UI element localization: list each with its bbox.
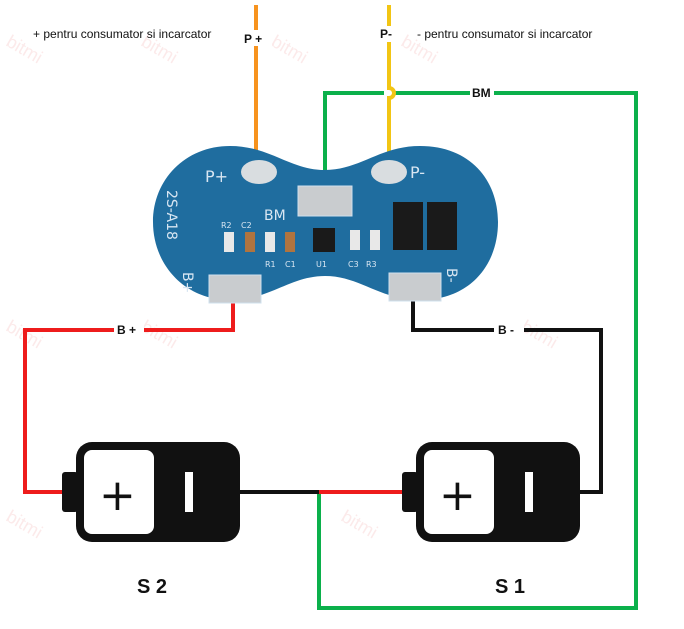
silk-r3: R3 [366,260,377,269]
cell-label-s2: S 2 [137,576,167,598]
silk-r2: R2 [221,221,232,230]
battery-s2: + [62,442,240,542]
silk-p-minus: P- [410,163,425,182]
pad-b-plus [208,274,262,304]
minus-icon [525,472,533,512]
label-b-minus: B - [498,323,514,337]
label-p-minus: P- [380,27,392,41]
watermark: bitmi [138,316,181,352]
minus-icon [185,472,193,512]
note-positive: + pentru consumator si incarcator [33,27,211,41]
mosfet-chip [393,202,423,250]
watermark: bitmi [268,31,311,67]
silk-c1: C1 [285,260,296,269]
plus-icon: + [439,470,476,521]
ic-u1 [313,228,335,252]
silk-u1: U1 [316,260,327,269]
cell-label-s1: S 1 [495,576,525,598]
label-b-plus: B + [117,323,136,337]
silk-b-plus: B+ [179,272,195,293]
watermark: bitmi [338,506,381,542]
silk-model: 2S-A18 [163,190,179,240]
wire-bm-right [317,91,638,610]
mosfet-chip [427,202,457,250]
wire-bm [323,91,384,200]
note-negative: - pentru consumator si incarcator [417,27,592,41]
silk-r1: R1 [265,260,276,269]
bms-pcb: P+ P- BM B+ B- 2S-A18 R2 C2 R1 C1 U1 C3 … [153,146,498,304]
wire-p-minus [387,5,396,170]
battery-s1: + [402,442,580,542]
pad-p-plus [241,160,277,184]
pad-b-minus [388,272,442,302]
silk-p-plus: P+ [205,167,228,186]
watermark: bitmi [518,316,561,352]
pad-p-minus [371,160,407,184]
pad-bm [297,185,353,217]
wire-b-plus [23,290,235,494]
label-bm: BM [472,86,491,100]
watermark: bitmi [3,506,46,542]
label-p-plus: P + [244,32,262,46]
silk-b-minus: B- [443,268,459,283]
silk-c3: C3 [348,260,359,269]
silk-bm: BM [264,208,286,224]
plus-icon: + [99,470,136,521]
silk-c2: C2 [241,221,252,230]
wire-b-minus [411,290,603,494]
